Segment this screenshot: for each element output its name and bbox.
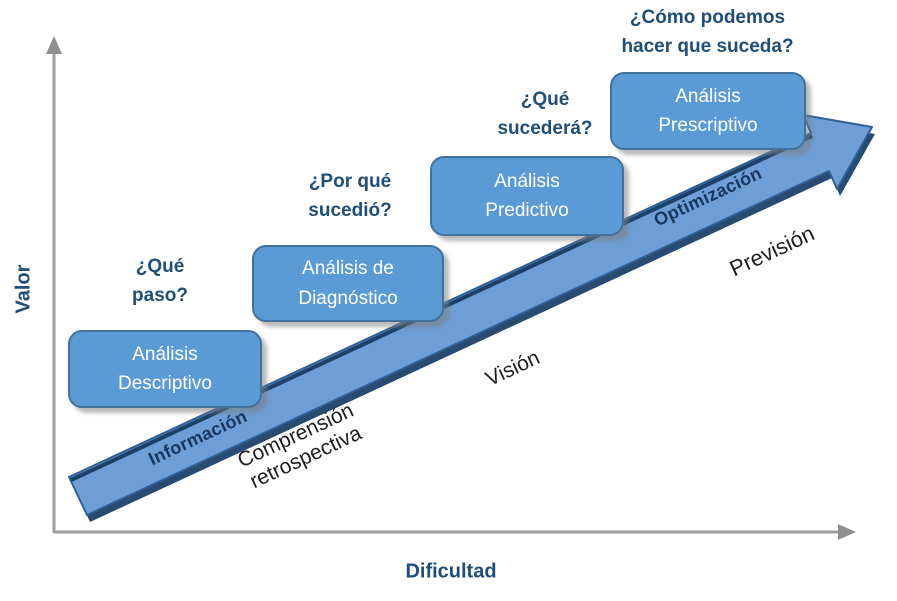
question-descriptive: ¿Qué paso? [90, 253, 230, 310]
question-line: ¿Por qué [308, 171, 392, 192]
x-axis-arrowhead [838, 524, 856, 540]
box-label-line: Descriptivo [118, 373, 212, 394]
box-analisis-prescriptivo: Análisis Prescriptivo [610, 72, 806, 150]
box-label-line: Análisis [675, 85, 741, 107]
question-line: ¿Qué [135, 256, 185, 277]
question-line: sucedió? [308, 199, 392, 221]
question-line: paso? [132, 284, 188, 306]
y-axis-label: Valor [12, 264, 35, 314]
question-line: hacer que suceda? [621, 35, 794, 57]
question-line: ¿Qué [520, 89, 570, 110]
box-label-line: Diagnóstico [298, 287, 398, 309]
question-line: sucederá? [497, 117, 593, 139]
question-predictive: ¿Qué sucederá? [465, 86, 625, 143]
y-axis-arrowhead [46, 36, 62, 54]
question-diagnostic: ¿Por qué sucedió? [275, 168, 425, 225]
trend-arrow [68, 114, 873, 516]
box-analisis-diagnostico: Análisis de Diagnóstico [252, 245, 444, 322]
question-line: ¿Cómo podemos [629, 7, 786, 28]
box-label-line: Prescriptivo [658, 115, 758, 136]
question-prescriptive: ¿Cómo podemos hacer que suceda? [595, 4, 820, 61]
box-label-line: Predictivo [485, 200, 569, 221]
box-analisis-descriptivo: Análisis Descriptivo [68, 330, 262, 408]
box-label-line: Análisis de [302, 258, 394, 280]
box-label-line: Análisis [132, 343, 198, 365]
x-axis-label: Dificultad [405, 560, 497, 583]
box-analisis-predictivo: Análisis Predictivo [430, 156, 624, 236]
box-label-line: Análisis [494, 170, 560, 192]
